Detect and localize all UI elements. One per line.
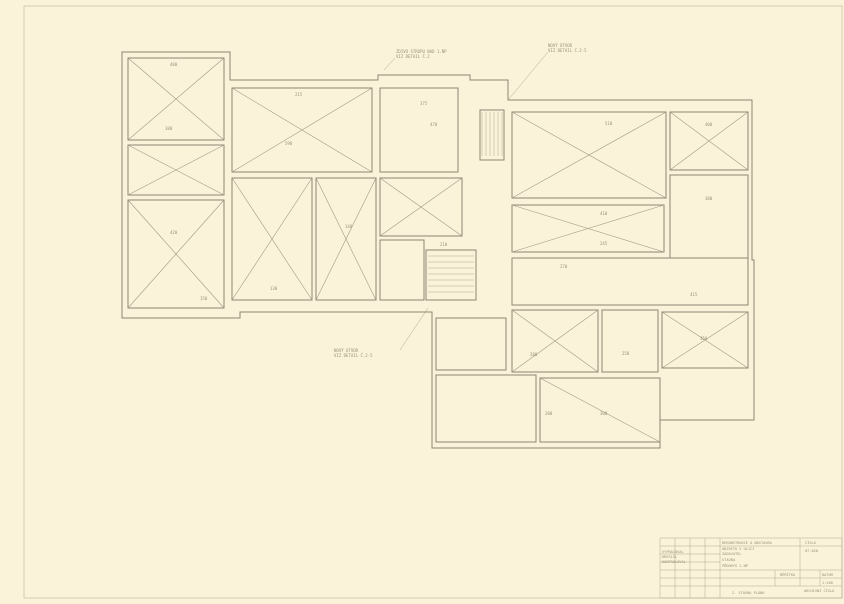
drawing-number: 07-020 <box>805 549 818 553</box>
dimension-label: 470 <box>430 122 438 127</box>
dimension-label: 350 <box>700 336 708 341</box>
title-left-line: KRESLIL <box>662 555 677 559</box>
dimension-label: 130 <box>270 286 278 291</box>
dimension-label: 400 <box>705 122 713 127</box>
dimension-label: 200 <box>545 411 553 416</box>
date-label: DATUM <box>822 573 834 577</box>
title-left-line: KONTROLOVAL <box>662 560 686 564</box>
title-block: VYPRACOVAL KRESLIL KONTROLOVAL REKONSTRU… <box>659 537 843 599</box>
leader-lines <box>383 51 549 351</box>
dimension-label: 375 <box>420 101 428 106</box>
scale-label: MĚŘÍTKO <box>780 572 795 577</box>
dimension-label: 300 <box>600 411 608 416</box>
dimension-label: 410 <box>600 211 608 216</box>
annotation: NOVÝ OTVOR <box>334 348 359 353</box>
sheet-border <box>23 5 843 599</box>
dimension-label: 380 <box>165 126 173 131</box>
dimension-label: 270 <box>560 264 568 269</box>
annotation: NOVÝ OTVOR <box>548 43 573 48</box>
building-walls <box>121 51 755 449</box>
staircase <box>428 112 503 293</box>
dimension-labels: 480 380 590 215 420 510 410 245 400 300 … <box>165 62 713 416</box>
dimension-label: 245 <box>600 241 608 246</box>
dimension-label: 415 <box>690 292 698 297</box>
opening-diagonals <box>127 57 749 443</box>
project-line: PŮDORYS 2.NP <box>722 563 748 568</box>
annotation: VIZ DETAIL Č.2-5 <box>334 353 373 358</box>
archive-label: ARCHIVNÍ ČÍSLO <box>804 588 834 593</box>
project-line: STAVBA <box>722 558 736 562</box>
dimension-label: 300 <box>705 196 713 201</box>
dimension-label: 280 <box>530 352 538 357</box>
project-line: ZADAVATEL <box>722 552 741 556</box>
project-line: REKONSTRUKCE A NÁSTAVBA <box>722 540 773 545</box>
dimension-label: 210 <box>440 242 448 247</box>
annotation: ZDIVO STROPU NAD 1.NP <box>396 49 447 54</box>
scale-value: 1:100 <box>822 581 833 585</box>
dimension-label: 480 <box>170 62 178 67</box>
dimension-label: 250 <box>622 351 630 356</box>
dimension-label: 215 <box>295 92 303 97</box>
dimension-label: 150 <box>200 296 208 301</box>
number-label: ČÍSLO <box>805 540 816 545</box>
annotation: VIZ DETAIL Č.2 <box>396 54 430 59</box>
title-left-line: VYPRACOVAL <box>662 550 684 554</box>
dimension-label: 420 <box>170 230 178 235</box>
dimension-label: 140 <box>345 224 353 229</box>
sheet-title: 2. STAVBA PLÁNU <box>732 590 764 595</box>
project-line: OBJEKTU V ULICI <box>722 547 754 551</box>
annotation: VIZ DETAIL Č.2-5 <box>548 48 587 53</box>
dimension-label: 510 <box>605 121 613 126</box>
dimension-label: 590 <box>285 141 293 146</box>
